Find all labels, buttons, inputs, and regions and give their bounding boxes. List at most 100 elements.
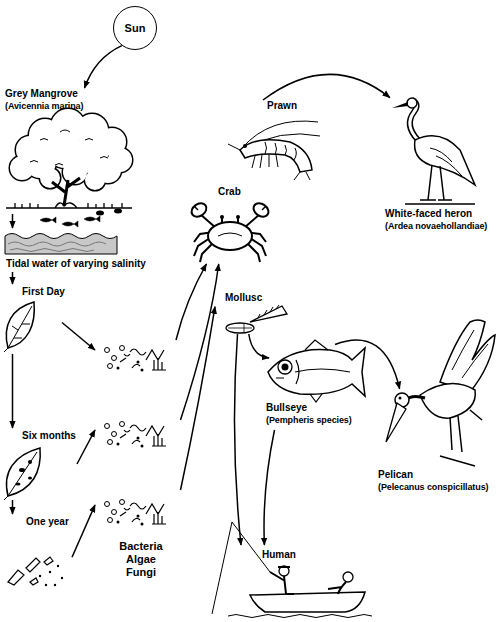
human-fishing-boat xyxy=(212,522,372,618)
food-chain-arrow xyxy=(85,46,122,88)
organism-node: Prawn xyxy=(225,100,320,182)
node-label: White-faced heron xyxy=(385,208,472,220)
bullseye-fish xyxy=(282,364,289,371)
heron-drawing xyxy=(415,136,475,185)
heron-drawing xyxy=(405,165,475,204)
organism-node: Mollusc xyxy=(215,292,290,334)
organism-node: Six months xyxy=(2,428,77,500)
heron-drawing xyxy=(392,98,475,204)
grey-mangrove-tree xyxy=(10,109,132,190)
food-chain-arrow xyxy=(176,264,206,340)
prawn-drawing xyxy=(252,142,310,180)
decaying-leaf xyxy=(19,468,25,472)
human-fishing-boat xyxy=(228,615,372,618)
pelican-drawing xyxy=(420,384,475,419)
node-label: Sun xyxy=(125,22,146,34)
organism-node: Tidal water of varying salinity xyxy=(2,228,177,272)
food-chain-arrow xyxy=(12,214,14,228)
node-label: First Day xyxy=(22,286,65,298)
pelican-drawing xyxy=(452,330,488,378)
leaf-fragments xyxy=(49,571,51,573)
node-label: Human xyxy=(262,549,296,561)
food-chain-arrow xyxy=(62,323,95,351)
bullseye-fish xyxy=(268,340,365,402)
human-fishing-boat xyxy=(278,566,290,568)
food-chain-arrow xyxy=(264,430,274,545)
grey-mangrove-tree xyxy=(85,170,105,190)
food-chain-arrow xyxy=(77,430,95,464)
grey-mangrove-tree xyxy=(114,209,122,214)
food-chain-arrow xyxy=(234,334,241,545)
bullseye-fish xyxy=(276,340,350,402)
organism-node: White-faced heron(Ardea novaehollandiae) xyxy=(375,90,498,242)
node-label: Six months xyxy=(22,430,76,442)
tidal-water xyxy=(5,234,117,255)
organism-node: Crab xyxy=(190,186,272,264)
node-label: (Pempheris species) xyxy=(266,414,352,426)
food-chain-arrow xyxy=(263,74,390,100)
node-label: Tidal water of varying salinity xyxy=(6,258,146,270)
crab-drawing xyxy=(218,233,242,236)
leaf-fragments xyxy=(45,584,47,586)
mollusc-drawing xyxy=(228,323,252,333)
pelican-drawing xyxy=(386,320,495,466)
organism-node: Grey Mangrove(Avicennia marina) xyxy=(2,88,152,214)
decaying-leaf xyxy=(16,483,21,486)
grey-mangrove-tree xyxy=(96,211,104,216)
node-label: One year xyxy=(26,516,69,528)
pelican-drawing xyxy=(440,320,495,392)
grey-mangrove-tree xyxy=(85,170,105,190)
bullseye-fish xyxy=(268,348,365,396)
leaf-fragments xyxy=(57,565,59,567)
human-fishing-boat xyxy=(328,582,346,594)
food-chain-arrow xyxy=(12,272,14,284)
grey-mangrove-tree xyxy=(6,109,132,227)
food-chain-arrow xyxy=(12,354,14,428)
human-fishing-boat xyxy=(250,592,365,612)
node-label: Grey Mangrove xyxy=(5,88,78,100)
crab-drawing xyxy=(194,214,266,262)
grey-mangrove-tree xyxy=(10,109,132,190)
human-fishing-boat xyxy=(343,572,353,582)
sun-circle: Sun xyxy=(113,6,157,50)
tidal-water xyxy=(5,234,117,255)
node-label: Prawn xyxy=(267,100,297,112)
leaf-fragments xyxy=(39,575,41,577)
organism-node: Bacteria Algae Fungi xyxy=(95,335,185,585)
heron-drawing xyxy=(392,102,408,108)
decaying-leaf xyxy=(28,477,32,480)
crab-drawing xyxy=(220,215,224,219)
mollusc-drawing xyxy=(226,305,287,333)
decomposers xyxy=(105,422,167,448)
decaying-leaf xyxy=(4,452,37,500)
food-chain-arrow xyxy=(181,307,216,490)
decaying-leaf xyxy=(28,460,32,464)
food-chain-arrow xyxy=(249,334,269,358)
leaf-fragments xyxy=(8,557,53,585)
fresh-leaf xyxy=(4,302,34,352)
organism-node: Bullseye(Pempheris species) xyxy=(258,340,368,430)
node-label: Bullseye xyxy=(266,402,307,414)
organism-node: First Day xyxy=(2,284,62,354)
tidal-water xyxy=(8,242,106,252)
node-label: Crab xyxy=(218,186,241,198)
leaf-fragments xyxy=(61,577,63,579)
food-chain-arrow xyxy=(181,264,219,420)
mollusc-drawing xyxy=(258,305,279,318)
leaf-fragments xyxy=(8,557,63,586)
decaying-leaf xyxy=(4,448,40,500)
human-fishing-boat xyxy=(279,566,289,576)
crab-drawing xyxy=(189,200,271,262)
prawn-drawing xyxy=(228,121,320,180)
decomposers xyxy=(105,500,167,526)
organism-node: Pelican(Pelecanus conspicillatus) xyxy=(375,312,498,504)
mollusc-drawing xyxy=(250,306,287,322)
mollusc-drawing xyxy=(226,323,254,333)
food-chain-arrow xyxy=(12,500,14,514)
prawn-drawing xyxy=(243,144,247,148)
leaf-fragments xyxy=(54,584,56,586)
node-label: Mollusc xyxy=(225,292,262,304)
decomposers xyxy=(105,346,167,372)
food-chain-arrow xyxy=(72,505,95,557)
